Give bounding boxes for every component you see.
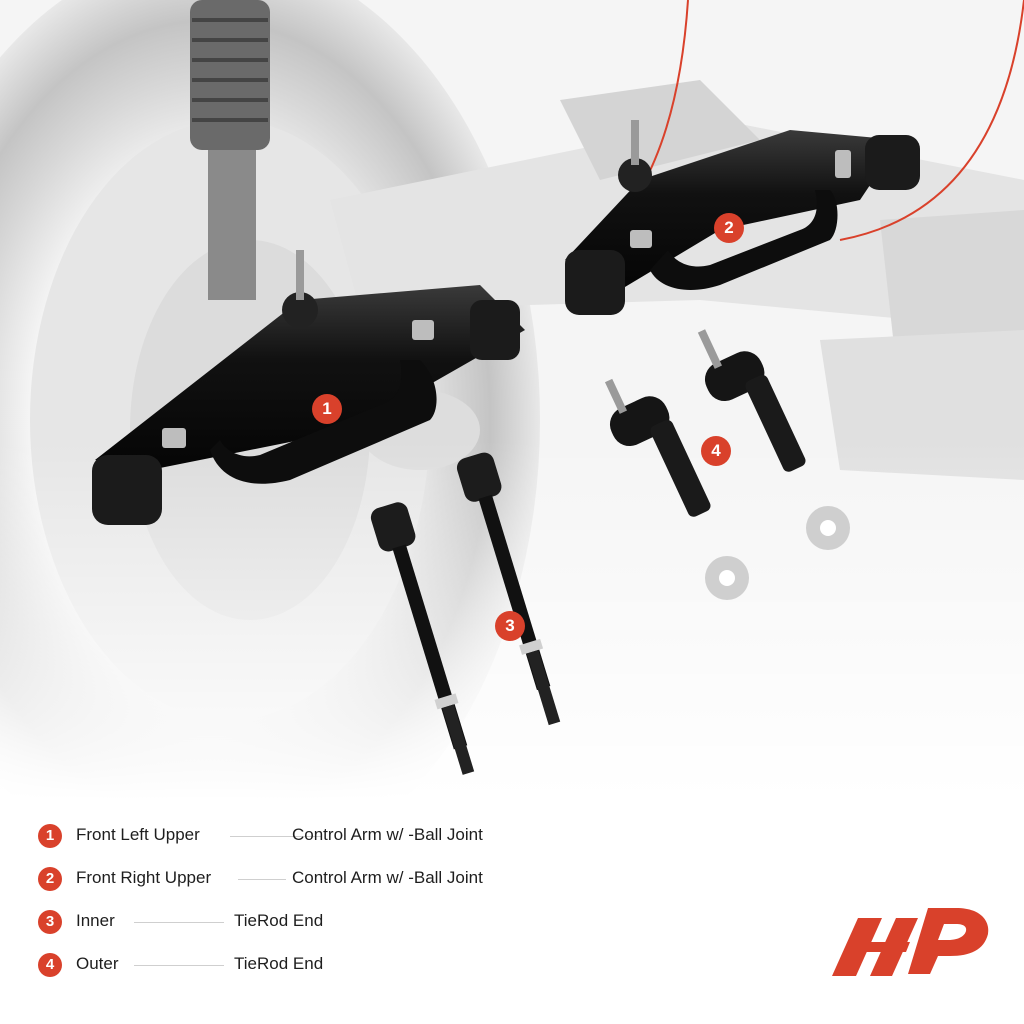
legend-row-4: 4 Outer TieRod End: [38, 947, 598, 990]
legend-part-type: TieRod End: [234, 954, 324, 973]
legend-divider: [238, 879, 286, 880]
legend-number-badge: 4: [38, 953, 62, 977]
legend-row-3: 3 Inner TieRod End: [38, 904, 598, 947]
legend-part-position: Front Right Upper: [76, 868, 212, 887]
legend-row-1: 1 Front Left Upper Control Arm w/ -Ball …: [38, 818, 598, 861]
legend-part-type: Control Arm w/ -Ball Joint: [292, 825, 483, 844]
inner-tie-rods: [370, 452, 561, 775]
legend-row-2: 2 Front Right Upper Control Arm w/ -Ball…: [38, 861, 598, 904]
callout-4-marker: 4: [701, 436, 731, 466]
legend-part-type: Control Arm w/ -Ball Joint: [292, 868, 483, 887]
product-photo: [0, 0, 1024, 890]
control-arm-right: [565, 120, 920, 315]
legend-part-type: TieRod End: [234, 911, 324, 930]
legend-part-position: Inner: [76, 911, 115, 930]
brand-logo-icon: [832, 900, 990, 980]
legend-divider: [134, 965, 224, 966]
product-illustration: 1 2 3 4: [0, 0, 1024, 890]
background-suspension: [0, 0, 1024, 890]
legend-number-badge: 1: [38, 824, 62, 848]
control-arm-left: [92, 250, 525, 525]
legend-number-badge: 2: [38, 867, 62, 891]
callout-2-marker: 2: [714, 213, 744, 243]
legend-part-position: Front Left Upper: [76, 825, 200, 844]
callout-3-marker: 3: [495, 611, 525, 641]
outer-tie-rod-ends: [604, 329, 850, 600]
legend-divider: [230, 836, 322, 837]
legend-part-position: Outer: [76, 954, 119, 973]
parts-legend: 1 Front Left Upper Control Arm w/ -Ball …: [38, 818, 598, 990]
callout-1-marker: 1: [312, 394, 342, 424]
legend-number-badge: 3: [38, 910, 62, 934]
brand-logo-icon: [832, 908, 989, 976]
legend-divider: [134, 922, 224, 923]
